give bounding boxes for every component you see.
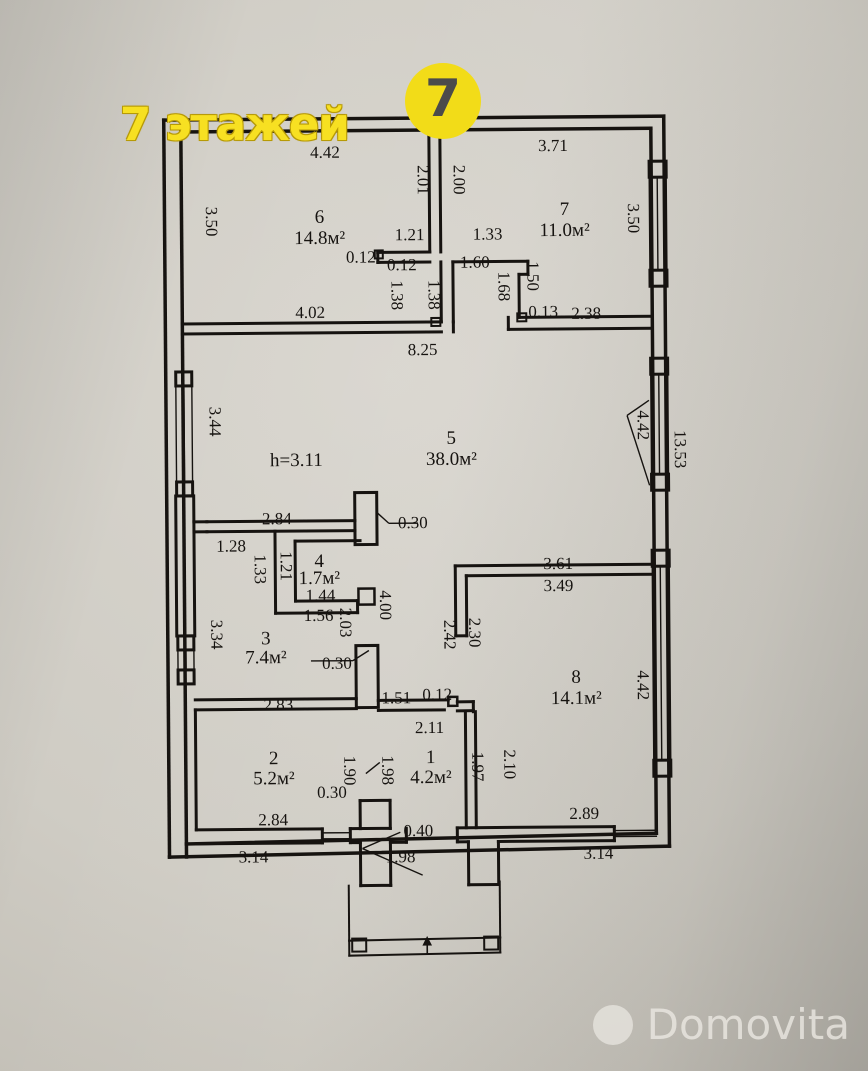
dim-3-50-right: 3.50 <box>624 203 643 233</box>
dim-2-83: 2.83 <box>263 695 293 714</box>
dim-1-44: 1.44 <box>306 586 336 605</box>
promo-headline: 7 этажей <box>120 98 350 151</box>
room-2-area: 5.2м² <box>253 768 295 789</box>
promo-badge-number: 7 <box>424 69 462 129</box>
dim-0-12-c: 0.12 <box>422 685 452 704</box>
watermark-label: Domovita <box>646 1000 850 1049</box>
dim-1-68: 1.68 <box>494 271 513 301</box>
room-6-area: 14.8м² <box>294 228 345 249</box>
dim-0-13: 0.13 <box>528 302 558 321</box>
dim-2-84-bot: 2.84 <box>258 810 288 829</box>
room-2-number: 2 <box>269 748 279 769</box>
watermark: Domovita <box>592 1000 850 1049</box>
dim-1-21-b: 1.21 <box>277 551 296 581</box>
ceiling-height-label: h=3.11 <box>270 450 323 471</box>
dim-3-14-left: 3.14 <box>239 847 269 866</box>
dim-4-00: 4.00 <box>376 590 395 620</box>
dim-0-40: 0.40 <box>403 821 433 840</box>
room-7-number: 7 <box>560 199 570 220</box>
room-1-area: 4.2м² <box>410 767 452 788</box>
dim-3-71: 3.71 <box>538 136 568 155</box>
dim-1-38-a: 1.38 <box>387 280 406 310</box>
dim-1-98-a: 1.98 <box>378 755 397 785</box>
dim-1-90: 1.90 <box>340 756 359 786</box>
dim-2-42: 2.42 <box>440 620 459 650</box>
room-7-area: 11.0м² <box>539 220 590 241</box>
dim-0-12-a: 0.12 <box>346 247 376 266</box>
dim-3-50-left: 3.50 <box>202 207 221 237</box>
dim-3-34: 3.34 <box>207 620 226 650</box>
dim-13-53: 13.53 <box>671 430 690 468</box>
dim-0-30-a: 0.30 <box>398 513 428 532</box>
dim-2-30: 2.30 <box>465 618 484 648</box>
room-6-number: 6 <box>315 207 325 228</box>
dim-0-30-b: 0.30 <box>322 654 352 673</box>
room-5-area: 38.0м² <box>426 449 477 470</box>
dim-3-44: 3.44 <box>205 407 224 437</box>
dim-1-51: 1.51 <box>381 688 411 707</box>
dim-8-25: 8.25 <box>408 340 438 359</box>
dim-1-98-b: 1.98 <box>386 847 416 866</box>
dim-4-42-top: 4.42 <box>310 143 340 162</box>
dim-1-38-b: 1.38 <box>424 280 443 310</box>
dim-3-61: 3.61 <box>543 554 573 573</box>
room-3-number: 3 <box>261 628 271 649</box>
dim-4-42-right: 4.42 <box>634 410 653 440</box>
dim-1-28: 1.28 <box>216 536 246 555</box>
dim-2-03: 2.03 <box>336 608 355 638</box>
room-3-area: 7.4м² <box>245 647 287 668</box>
dim-2-00: 2.00 <box>450 165 469 195</box>
dim-2-10: 2.10 <box>500 749 519 779</box>
dim-4-02: 4.02 <box>295 303 325 322</box>
leader-lines <box>310 399 651 876</box>
dim-1-97: 1.97 <box>468 752 487 782</box>
dim-2-38: 2.38 <box>571 304 601 323</box>
dim-3-49: 3.49 <box>543 576 573 595</box>
walls-group <box>161 114 673 957</box>
dim-1-21: 1.21 <box>395 225 425 244</box>
dim-1-60: 1.60 <box>460 253 490 272</box>
room-8-area: 14.1м² <box>551 688 602 709</box>
dim-2-89: 2.89 <box>569 804 599 823</box>
room-1-number: 1 <box>426 747 436 768</box>
dim-1-33: 1.33 <box>473 224 503 243</box>
dim-3-14-right: 3.14 <box>584 844 614 863</box>
dim-0-12-b: 0.12 <box>387 255 417 274</box>
room-8-number: 8 <box>571 667 581 688</box>
room-4-number: 4 <box>314 551 324 572</box>
circle-icon <box>592 1004 633 1045</box>
dimension-labels: 4.42 3.71 3.50 3.50 2.01 2.00 6 14.8м² 7… <box>202 136 690 867</box>
dim-1-33-b: 1.33 <box>251 554 270 584</box>
dim-4-42-r2: 4.42 <box>634 670 653 700</box>
dim-2-01: 2.01 <box>414 165 433 195</box>
dim-0-30-c: 0.30 <box>317 783 347 802</box>
dim-2-84-top: 2.84 <box>262 509 292 528</box>
room-4-area: 1.7м² <box>299 568 341 589</box>
dim-2-11: 2.11 <box>415 718 444 737</box>
room-5-number: 5 <box>446 428 456 449</box>
promo-badge: 7 <box>405 63 481 139</box>
dim-1-50: 1.50 <box>523 261 542 291</box>
dim-1-56: 1.56 <box>304 606 334 625</box>
